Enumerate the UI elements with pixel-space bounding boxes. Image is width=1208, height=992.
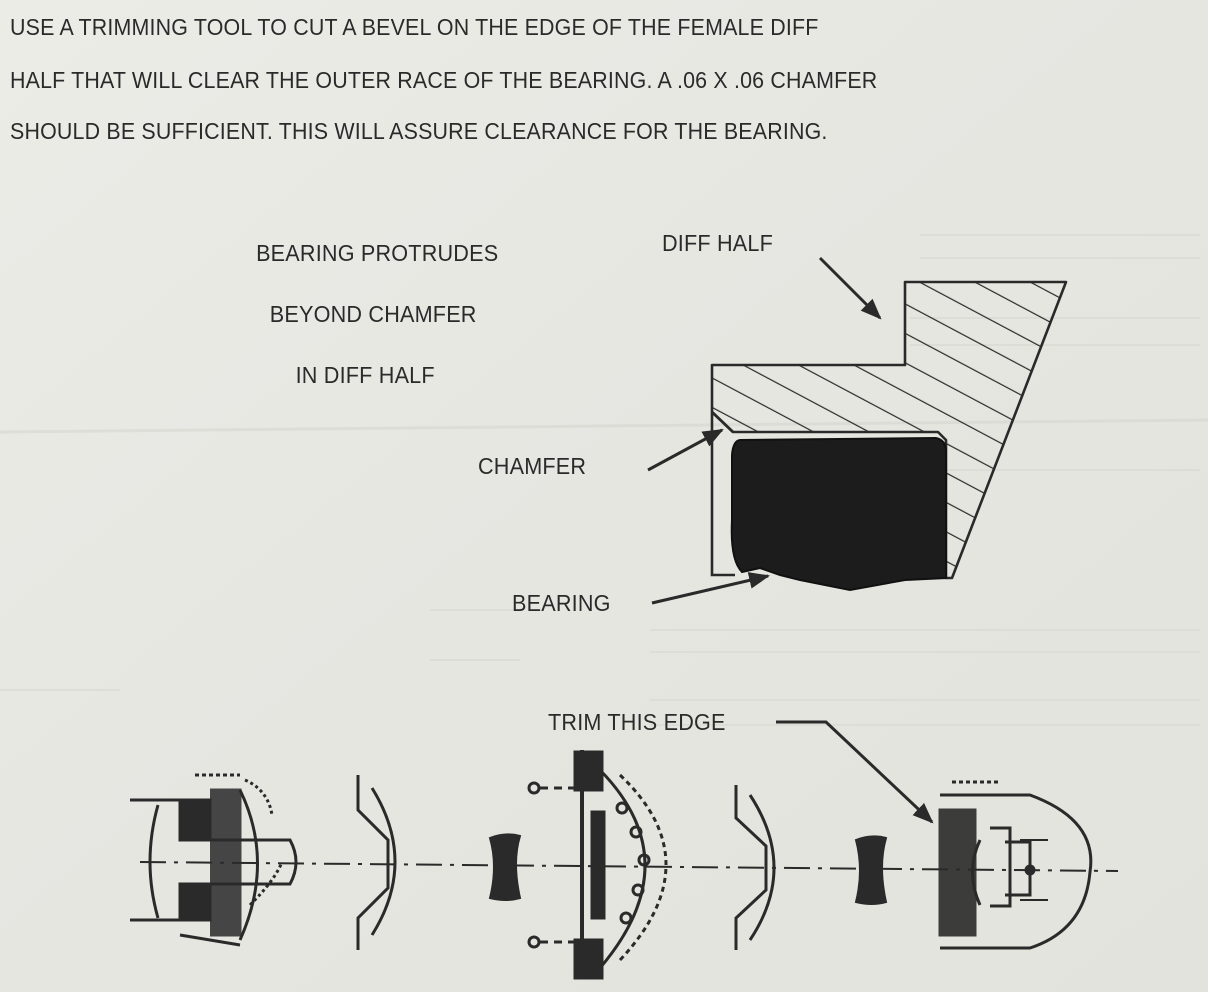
male-diff-half (130, 773, 298, 947)
instruction-line-1: USE A TRIMMING TOOL TO CUT A BEVEL ON TH… (10, 14, 819, 40)
spring-washer-left (356, 775, 397, 950)
ring-gear (527, 750, 668, 980)
callout-line-3: IN DIFF HALF (295, 362, 435, 388)
label-bearing: BEARING (512, 590, 611, 616)
label-diff-half: DIFF HALF (662, 230, 774, 256)
instruction-line-2: HALF THAT WILL CLEAR THE OUTER RACE OF T… (10, 67, 878, 93)
trim-edge-arrow (776, 720, 934, 824)
callout-line-2: BEYOND CHAMFER (269, 301, 477, 327)
label-chamfer: CHAMFER (478, 453, 587, 479)
thrust-bearing-right (854, 835, 888, 905)
center-axis (139, 861, 1119, 872)
female-diff-half (938, 780, 1093, 950)
chamfer-arrow (647, 428, 724, 472)
callout-line-1: BEARING PROTRUDES (256, 240, 499, 266)
spring-washer-right (734, 785, 776, 950)
instruction-line-3: SHOULD BE SUFFICIENT. THIS WILL ASSURE C… (10, 118, 828, 144)
label-trim-this-edge: TRIM THIS EDGE (548, 709, 726, 735)
diff-half-section (710, 280, 1068, 580)
bearing-section (730, 436, 947, 592)
thrust-bearing-left (488, 833, 522, 901)
diff-half-arrow (818, 256, 882, 320)
bearing-arrow (651, 572, 771, 605)
